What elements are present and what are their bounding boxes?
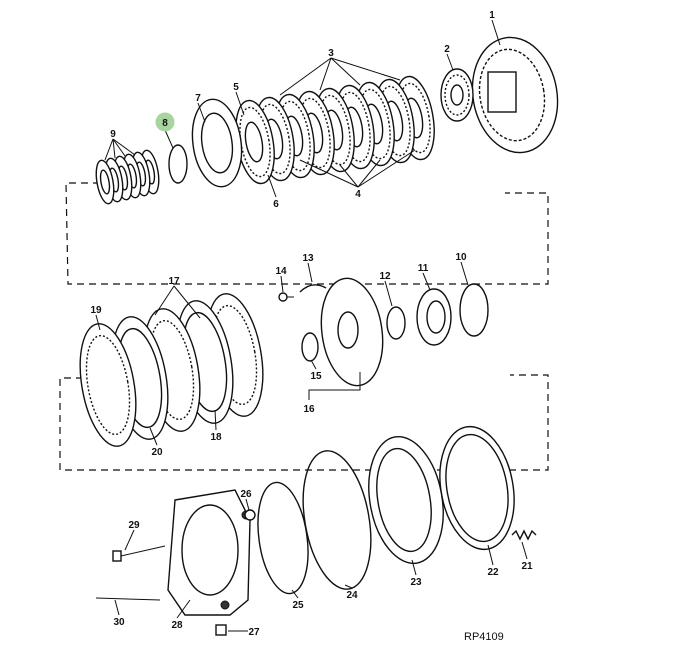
lower-assembly-box bbox=[59, 374, 549, 471]
plate-outline bbox=[212, 304, 258, 406]
part-28-housing[interactable] bbox=[167, 489, 251, 616]
callout-30[interactable]: 30 bbox=[113, 617, 125, 628]
part-23-piston[interactable] bbox=[359, 431, 452, 570]
callout-10[interactable]: 10 bbox=[455, 252, 467, 263]
plate-outline bbox=[95, 159, 115, 205]
part-2-gear[interactable] bbox=[440, 68, 474, 122]
part-29-bolt[interactable] bbox=[112, 545, 166, 562]
part-1-housing[interactable] bbox=[464, 31, 567, 160]
callout-6[interactable]: 6 bbox=[273, 199, 279, 210]
callout-26[interactable]: 26 bbox=[240, 489, 252, 500]
leader-lines bbox=[95, 19, 528, 632]
plate-outline bbox=[85, 334, 131, 436]
clutch-pack-3-4-5-6[interactable] bbox=[230, 74, 440, 187]
callout-20[interactable]: 20 bbox=[151, 447, 163, 458]
callout-14[interactable]: 14 bbox=[275, 266, 287, 277]
part-16-piston[interactable] bbox=[315, 274, 389, 389]
callout-27[interactable]: 27 bbox=[248, 627, 260, 638]
plate-outline bbox=[244, 121, 264, 163]
plate-outline bbox=[99, 169, 111, 195]
callout-21[interactable]: 21 bbox=[521, 561, 533, 572]
callout-3[interactable]: 3 bbox=[328, 48, 334, 59]
part-13-clip[interactable] bbox=[299, 284, 327, 293]
discs-17-18-19-20[interactable] bbox=[72, 289, 272, 450]
part-11-seal[interactable] bbox=[416, 288, 452, 346]
callout-8-highlight bbox=[155, 112, 175, 132]
callout-labels: 1 2 3 4 5 6 7 8 9 10 11 12 13 14 15 16 1… bbox=[90, 10, 533, 643]
callout-8[interactable]: 8 bbox=[162, 118, 168, 129]
upper-assembly-box bbox=[65, 182, 549, 285]
callout-18[interactable]: 18 bbox=[210, 432, 222, 443]
callout-11[interactable]: 11 bbox=[418, 263, 429, 274]
callout-17[interactable]: 17 bbox=[168, 276, 180, 287]
callout-1[interactable]: 1 bbox=[489, 10, 495, 21]
part-7-plate[interactable] bbox=[187, 96, 247, 190]
callout-15[interactable]: 15 bbox=[310, 371, 322, 382]
part-12-ring[interactable] bbox=[386, 306, 406, 340]
callout-22[interactable]: 22 bbox=[487, 567, 499, 578]
plate-outline bbox=[149, 319, 195, 421]
callout-19[interactable]: 19 bbox=[90, 305, 102, 316]
part-10-ring[interactable] bbox=[459, 283, 489, 337]
callout-2[interactable]: 2 bbox=[444, 44, 450, 55]
callout-7[interactable]: 7 bbox=[195, 93, 201, 104]
part-8-snap-ring[interactable] bbox=[168, 144, 188, 184]
callout-29[interactable]: 29 bbox=[128, 520, 140, 531]
callout-16[interactable]: 16 bbox=[303, 404, 315, 415]
reference-code: RP4109 bbox=[464, 631, 504, 643]
part-21-spring[interactable] bbox=[511, 529, 537, 541]
part-9-spring-washers[interactable] bbox=[93, 149, 161, 205]
part-25-ring[interactable] bbox=[251, 479, 314, 597]
callout-25[interactable]: 25 bbox=[292, 600, 304, 611]
part-15-seal[interactable] bbox=[301, 332, 319, 362]
callout-5[interactable]: 5 bbox=[233, 82, 239, 93]
part-14-pin[interactable] bbox=[278, 292, 294, 302]
part-22-plate[interactable] bbox=[431, 421, 523, 556]
callout-28[interactable]: 28 bbox=[171, 620, 183, 631]
callout-24[interactable]: 24 bbox=[346, 590, 358, 601]
part-27-plug[interactable] bbox=[215, 624, 227, 636]
callout-13[interactable]: 13 bbox=[302, 253, 314, 264]
callout-23[interactable]: 23 bbox=[410, 577, 422, 588]
part-26-plug[interactable] bbox=[244, 509, 256, 521]
callout-12[interactable]: 12 bbox=[379, 271, 391, 282]
callout-4[interactable]: 4 bbox=[355, 189, 361, 200]
plate-outline bbox=[79, 323, 137, 447]
part-30-rod[interactable] bbox=[95, 597, 161, 601]
callout-9[interactable]: 9 bbox=[110, 129, 116, 140]
